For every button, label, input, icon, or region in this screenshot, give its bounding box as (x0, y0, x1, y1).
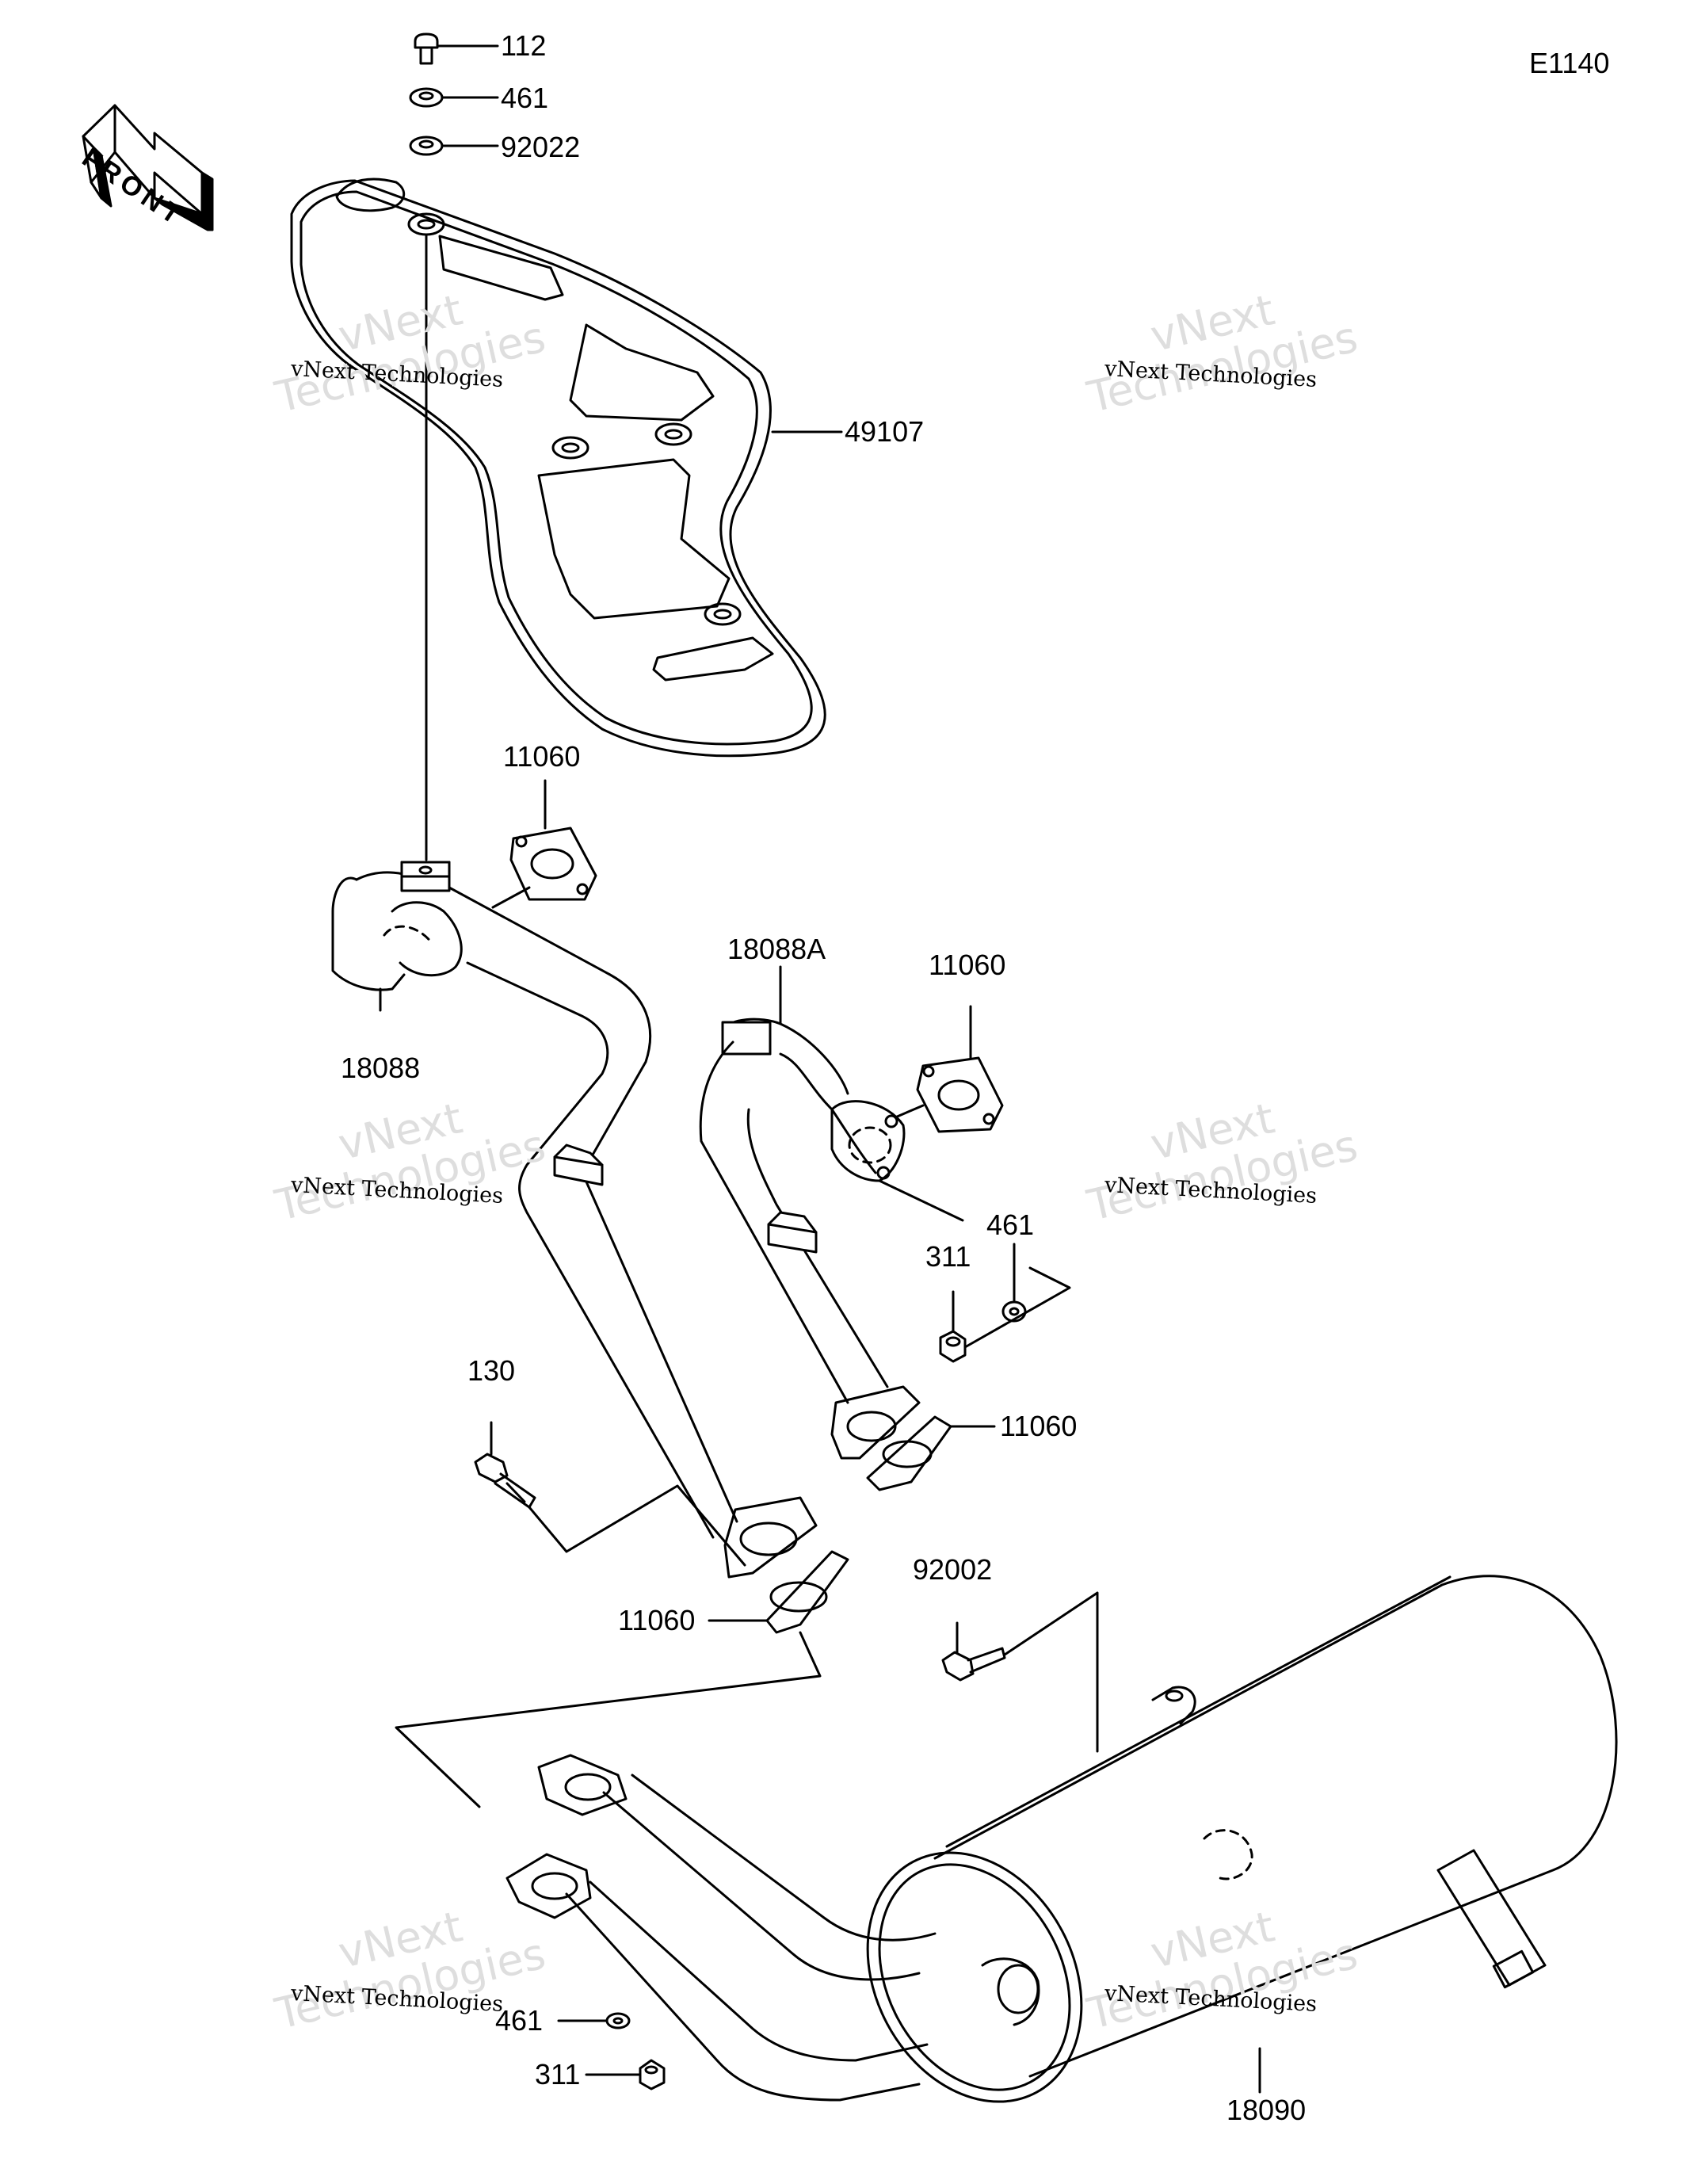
front-arrow-icon (82, 104, 214, 231)
nut-311-bot (585, 2059, 666, 2090)
part-label-92002: 92002 (913, 1553, 993, 1586)
bolt-92002-icon (941, 1591, 1099, 1753)
part-label-18088A: 18088A (727, 933, 826, 965)
nut-311-mid (939, 1290, 967, 1363)
diagram-id: E1140 (1529, 47, 1610, 79)
part-label-11060-b: 11060 (929, 949, 1006, 981)
part-label-311-bot: 311 (535, 2058, 581, 2090)
part-label-49107: 49107 (845, 415, 925, 448)
part-label-461-bot: 461 (495, 2004, 544, 2037)
part-label-461-mid: 461 (986, 1208, 1035, 1241)
part-label-112: 112 (501, 29, 547, 62)
gasket-11060-a (491, 779, 597, 909)
washer-461-mid (963, 1243, 1071, 1349)
washer-461-icon (409, 87, 499, 108)
gasket-11060-b (894, 1005, 1004, 1133)
part-label-311-mid: 311 (925, 1240, 971, 1273)
muffler-18090 (505, 1575, 1618, 2103)
part-label-18090: 18090 (1226, 2094, 1307, 2126)
part-label-11060-c: 11060 (1000, 1410, 1078, 1442)
part-label-130: 130 (467, 1354, 516, 1387)
washer-92022-icon (409, 136, 499, 156)
part-label-11060-d: 11060 (618, 1604, 696, 1636)
washer-461-bot (557, 2012, 631, 2029)
part-label-461-top: 461 (501, 82, 549, 114)
part-label-18088: 18088 (341, 1052, 421, 1084)
bolt-112-icon (414, 32, 499, 65)
gasket-11060-c (866, 1415, 996, 1491)
bolt-130-icon (474, 1421, 746, 1567)
heat-guard-49107 (290, 178, 843, 758)
exhaust-pipe-18088 (331, 861, 818, 1579)
part-label-11060-a: 11060 (503, 740, 581, 773)
part-label-92022: 92022 (501, 131, 581, 163)
exhaust-pipe-18088A (699, 965, 964, 1460)
gasket-11060-d (395, 1550, 849, 1808)
